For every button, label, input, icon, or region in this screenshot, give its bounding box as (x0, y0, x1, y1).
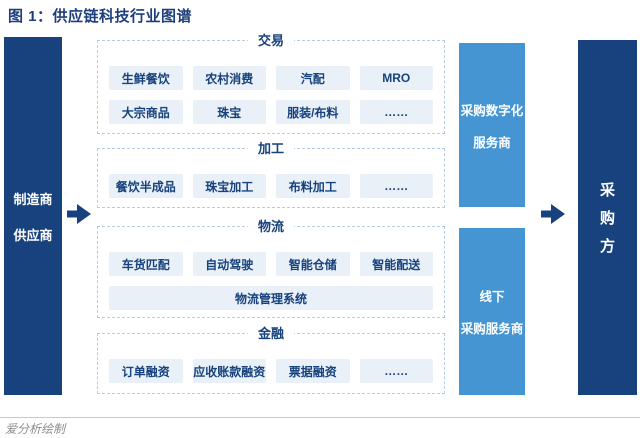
chip-truck-cargo-matching: 车货匹配 (109, 252, 183, 276)
offline-procurement-provider-bar: 线下 采购服务商 (459, 228, 525, 395)
chip-smart-delivery: 智能配送 (359, 252, 433, 276)
mid-bar-2-line-2: 采购服务商 (460, 322, 524, 336)
chip-bill-financing: 票据融资 (276, 359, 350, 383)
purchaser-char-3: 方 (599, 238, 615, 255)
left-bar-line-2: 供应商 (13, 227, 53, 243)
source-credit: 爱分析绘制 (5, 422, 66, 436)
procurement-digitalization-provider-bar: 采购数字化 服务商 (459, 43, 525, 207)
chip-jewelry-processing: 珠宝加工 (192, 174, 266, 198)
chip-jewelry: 珠宝 (192, 100, 266, 124)
footer-divider (0, 417, 640, 418)
chip-auto-parts: 汽配 (276, 66, 350, 90)
chip-autonomous-driving: 自动驾驶 (192, 252, 266, 276)
right-arrow-icon (67, 204, 91, 224)
chip-logistics-management-system: 物流管理系统 (109, 286, 433, 310)
chip-order-financing: 订单融资 (109, 359, 183, 383)
chip-receivables-financing: 应收账款融资 (192, 359, 266, 383)
chip-fresh-catering: 生鲜餐饮 (109, 66, 183, 90)
chip-semi-finished-catering: 餐饮半成品 (109, 174, 183, 198)
section-processing: 加工 餐饮半成品 珠宝加工 布料加工 …… (97, 140, 445, 208)
right-arrow-icon (541, 204, 565, 224)
chip-mro: MRO (359, 66, 433, 90)
section-finance: 金融 订单融资 应收账款融资 票据融资 …… (97, 325, 445, 394)
purchaser-char-2: 购 (599, 210, 615, 227)
section-logistics-title: 物流 (247, 218, 295, 235)
purchaser-bar: 采 购 方 (578, 40, 637, 395)
purchaser-char-1: 采 (599, 182, 615, 199)
figure-title: 图 1：供应链科技行业图谱 (8, 8, 193, 25)
mid-bar-1-line-2: 服务商 (473, 135, 511, 150)
chip-fabric-processing: 布料加工 (276, 174, 350, 198)
section-trading-title: 交易 (247, 32, 295, 49)
chip-processing-more: …… (359, 174, 433, 198)
section-finance-title: 金融 (247, 325, 295, 342)
section-processing-title: 加工 (247, 140, 295, 157)
chip-apparel-fabric: 服装/布料 (276, 100, 350, 124)
left-bar-line-1: 制造商 (13, 191, 53, 207)
chip-smart-warehousing: 智能仓储 (276, 252, 350, 276)
manufacturers-suppliers-bar: 制造商 供应商 (4, 37, 62, 395)
section-trading: 交易 生鲜餐饮 农村消费 汽配 MRO 大宗商品 珠宝 服装/布料 …… (97, 32, 445, 134)
section-logistics: 物流 车货匹配 自动驾驶 智能仓储 智能配送 物流管理系统 (97, 218, 445, 318)
mid-bar-1-line-1: 采购数字化 (460, 103, 524, 118)
chip-bulk-commodities: 大宗商品 (109, 100, 183, 124)
chip-finance-more: …… (359, 359, 433, 383)
chip-rural-consumption: 农村消费 (192, 66, 266, 90)
chip-trading-more: …… (359, 100, 433, 124)
mid-bar-2-line-1: 线下 (479, 290, 505, 304)
